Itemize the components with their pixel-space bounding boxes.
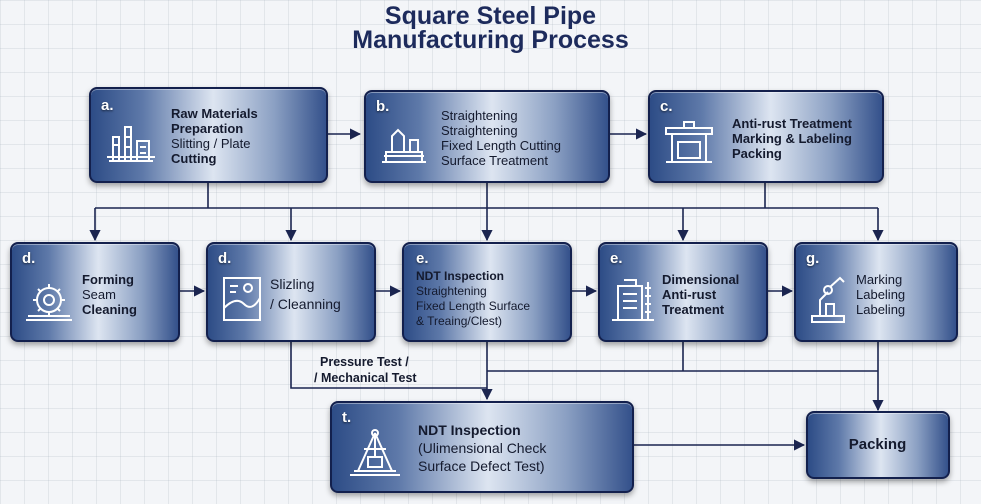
forming-roller-icon bbox=[22, 278, 76, 326]
cutting-machine-icon bbox=[378, 122, 430, 166]
robot-arm-icon bbox=[806, 274, 850, 326]
gantry-icon bbox=[662, 118, 716, 166]
step-letter-g: g. bbox=[806, 250, 820, 267]
step-letter-e-dimensional: e. bbox=[610, 250, 623, 267]
step-t-line-1: NDT Inspection bbox=[418, 422, 521, 438]
step-text-d-sizing: Slizling / Cleanning bbox=[270, 256, 341, 332]
step-box-a: a. Raw Materials Preparation Slitting / … bbox=[89, 87, 328, 183]
step-e-dimensional-line-3: Treatment bbox=[662, 301, 725, 317]
step-e-ndt-line-4: & Treaing/Clest) bbox=[416, 314, 503, 328]
step-text-g: Marking Labeling Labeling bbox=[856, 256, 905, 332]
step-letter-a: a. bbox=[101, 97, 114, 114]
step-g-line-3: Labeling bbox=[856, 301, 906, 317]
step-text-b: Straightening Straightening Fixed Length… bbox=[441, 102, 561, 174]
step-letter-t: t. bbox=[342, 409, 352, 426]
step-text-a: Raw Materials Preparation Slitting / Pla… bbox=[171, 99, 258, 173]
measuring-station-icon bbox=[608, 274, 658, 324]
packing-label: Packing bbox=[848, 436, 907, 453]
step-a-line-3: Slitting / Plate bbox=[171, 136, 251, 151]
step-d-sizing-line-2: / Cleanning bbox=[270, 296, 341, 312]
step-a-line-1: Raw Materials bbox=[171, 106, 258, 121]
step-letter-d-sizing: d. bbox=[218, 250, 232, 267]
pressure-test-label-line-1: Pressure Test / bbox=[320, 355, 409, 369]
step-b-line-3: Fixed Length Cutting bbox=[441, 138, 561, 153]
step-letter-e-ndt: e. bbox=[416, 250, 429, 267]
step-e-dimensional-line-2: Anti-rust bbox=[662, 286, 717, 302]
step-letter-b: b. bbox=[376, 98, 390, 115]
step-e-ndt-line-2: Straightening bbox=[416, 284, 487, 298]
step-box-d-sizing: d. Slizling / Cleanning bbox=[206, 242, 376, 342]
step-e-ndt-line-1: NDT Inspection bbox=[416, 269, 505, 283]
step-b-line-4: Surface Treatment bbox=[441, 153, 548, 168]
pressure-test-label-line-2: / Mechanical Test bbox=[314, 371, 417, 385]
step-d-forming-line-1: Forming bbox=[82, 271, 134, 287]
line-d2-pressure bbox=[290, 342, 487, 389]
step-b-line-1: Straightening bbox=[441, 108, 518, 123]
step-box-e-dimensional: e. Dimensional Anti-rust Treatment bbox=[598, 242, 768, 342]
step-d-forming-line-3: Cleaning bbox=[82, 301, 137, 317]
inspection-rig-icon bbox=[346, 427, 404, 479]
step-c-line-3: Packing bbox=[732, 145, 782, 161]
step-box-t: t. NDT Inspection (Ulimensional Check Su… bbox=[330, 401, 634, 493]
step-a-line-4: Cutting bbox=[171, 151, 217, 166]
step-b-line-2: Straightening bbox=[441, 123, 518, 138]
step-d-sizing-line-1: Slizling bbox=[270, 276, 315, 292]
step-letter-c: c. bbox=[660, 98, 673, 115]
factory-icon bbox=[105, 119, 157, 165]
step-g-line-1: Marking bbox=[856, 271, 903, 287]
step-e-dimensional-line-1: Dimensional bbox=[662, 271, 740, 287]
step-text-e-dimensional: Dimensional Anti-rust Treatment bbox=[662, 256, 739, 332]
step-box-b: b. Straightening Straightening Fixed Len… bbox=[364, 90, 610, 183]
step-box-packing: Packing bbox=[806, 411, 950, 479]
step-c-line-2: Marking & Labeling bbox=[732, 130, 852, 146]
step-text-e-ndt: NDT Inspection Straightening Fixed Lengt… bbox=[416, 262, 530, 336]
map-frame-icon bbox=[218, 274, 266, 324]
title-line-1: Square Steel Pipe bbox=[384, 2, 597, 30]
title-line-2: Manufacturing Process bbox=[352, 26, 629, 54]
step-box-d-forming: d. Forming Seam Cleaning bbox=[10, 242, 180, 342]
step-box-c: c. Anti-rust Treatment Marking & Labelin… bbox=[648, 90, 884, 183]
step-text-c: Anti-rust Treatment Marking & Labeling P… bbox=[732, 102, 852, 174]
step-text-t: NDT Inspection (Ulimensional Check Surfa… bbox=[418, 413, 546, 483]
step-t-line-2: (Ulimensional Check bbox=[418, 440, 547, 456]
step-g-line-2: Labeling bbox=[856, 286, 906, 302]
step-t-line-3: Surface Defect Test) bbox=[418, 458, 545, 474]
step-box-g: g. Marking Labeling Labeling bbox=[794, 242, 958, 342]
step-e-ndt-line-3: Fixed Length Surface bbox=[416, 299, 531, 313]
step-text-d-forming: Forming Seam Cleaning bbox=[82, 256, 137, 332]
step-letter-d-forming: d. bbox=[22, 250, 36, 267]
step-box-e-ndt: e. NDT Inspection Straightening Fixed Le… bbox=[402, 242, 572, 342]
step-a-line-2: Preparation bbox=[171, 121, 244, 136]
step-c-line-1: Anti-rust Treatment bbox=[732, 115, 852, 131]
step-text-packing: Packing bbox=[808, 413, 947, 476]
step-d-forming-line-2: Seam bbox=[82, 286, 116, 302]
